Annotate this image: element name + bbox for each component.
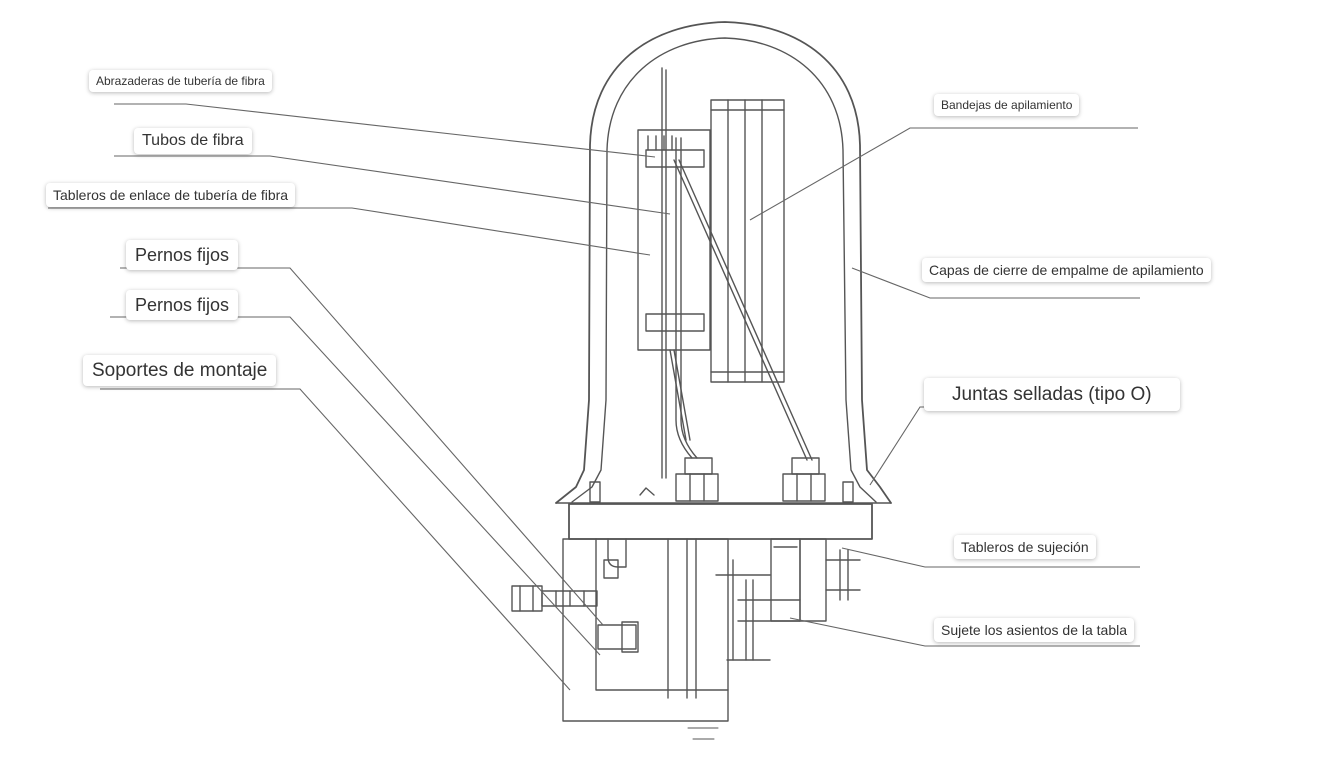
leader-lines: [48, 103, 1140, 691]
label-fiber-tubes: Tubos de fibra: [134, 128, 252, 154]
stacking-trays: [710, 99, 785, 383]
fiber-tubes: [669, 137, 813, 461]
dome-cover-inner: [571, 37, 877, 503]
label-clamp-board-seats: Sujete los asientos de la tabla: [934, 618, 1135, 642]
fixing-bolt-horizontal: [511, 585, 598, 612]
label-stacking-trays: Bandejas de apilamiento: [934, 94, 1080, 116]
cable-glands: [639, 457, 826, 502]
clamp-board-seat: [715, 538, 861, 661]
label-stacking-closure-caps: Capas de cierre de empalme de apilamient…: [922, 258, 1211, 282]
mounting-bracket: [562, 538, 729, 722]
label-fiber-tube-link-boards: Tableros de enlace de tubería de fibra: [46, 183, 296, 207]
fiber-tube-link-board: [637, 129, 711, 351]
fixing-bolt-vertical: [597, 559, 639, 653]
base-plate: [568, 503, 873, 540]
label-fiber-tube-clamps: Abrazaderas de tubería de fibra: [89, 70, 272, 92]
label-clamp-boards: Tableros de sujeción: [954, 535, 1096, 559]
dome-cover: [555, 21, 892, 504]
o-ring-seal-left: [589, 481, 601, 503]
label-sealed-joints: Juntas selladas (tipo O): [924, 378, 1180, 411]
label-fixing-bolts-upper: Pernos fijos: [126, 240, 239, 270]
label-fixing-bolts-lower: Pernos fijos: [126, 290, 239, 320]
o-ring-seal-right: [842, 481, 854, 503]
label-mounting-brackets: Soportes de montaje: [83, 355, 277, 386]
